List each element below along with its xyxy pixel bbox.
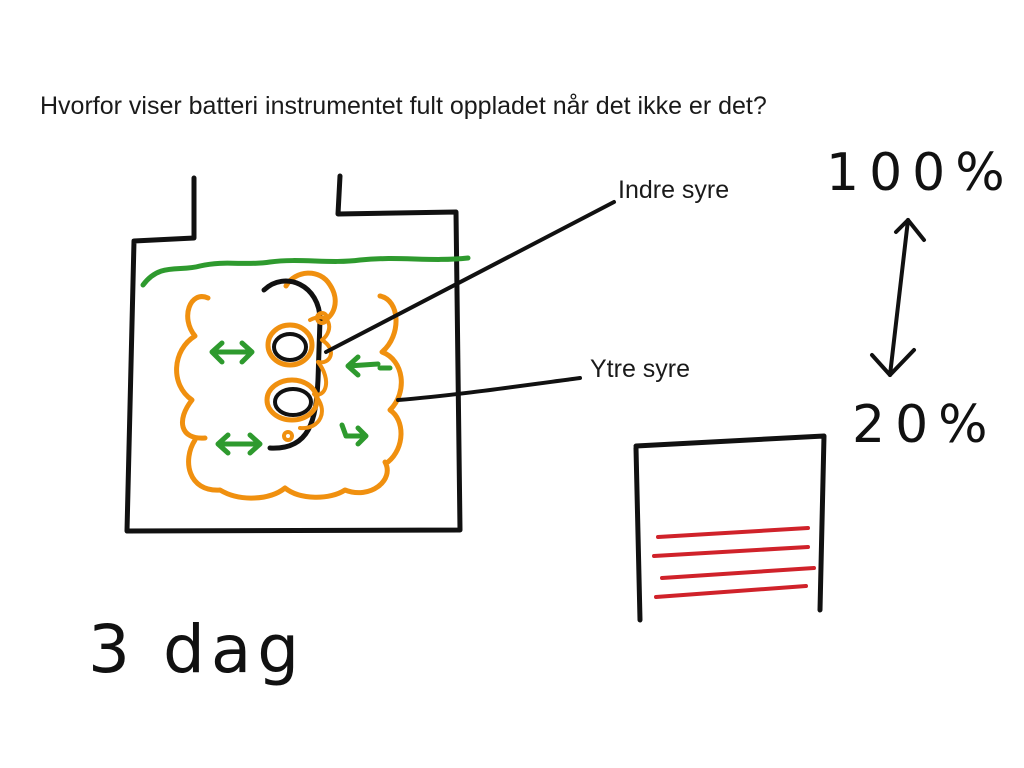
leader-line-inner: [324, 200, 616, 354]
label-inner-acid: Indre syre: [618, 176, 730, 204]
outer-acid-cloud: [174, 270, 404, 501]
handwritten-100-percent: 100%: [826, 143, 1015, 203]
label-outer-acid: Ytre syre: [590, 355, 691, 383]
handwritten-20-percent: 20%: [852, 395, 998, 455]
question-heading: Hvorfor viser batteri instrumentet fult …: [40, 92, 767, 120]
inner-acid-loops: [264, 311, 333, 442]
double-arrow: [870, 218, 926, 377]
acid-level-line: [140, 255, 471, 288]
battery-gauge: [633, 433, 827, 623]
diffusion-arrows: [209, 340, 393, 456]
electrode-plate: [261, 278, 323, 451]
battery-cell: [124, 173, 463, 534]
leader-line-outer: [396, 376, 582, 402]
handwritten-days: 3 dag: [88, 611, 305, 688]
